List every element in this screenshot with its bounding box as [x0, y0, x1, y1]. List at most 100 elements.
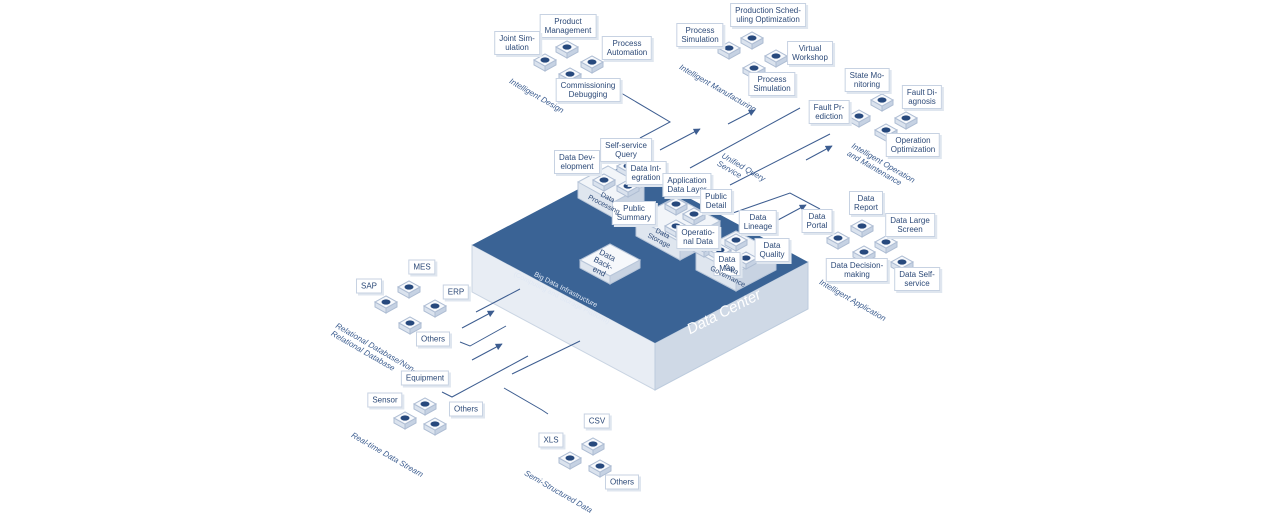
realtime-arrow	[471, 343, 503, 361]
others-rt-label: Others	[448, 401, 484, 417]
cube-glyph-icon	[420, 401, 430, 407]
xls-label: XLS	[538, 432, 564, 448]
cube-glyph-icon	[731, 237, 741, 243]
data-center-platform	[471, 164, 809, 391]
icon-cube	[397, 316, 423, 335]
cube-glyph-icon	[881, 239, 891, 245]
erp-label: ERP	[442, 284, 470, 300]
production-scheduling-label: Production Sched- uling Optimization	[730, 3, 806, 27]
icon-cube	[846, 109, 872, 128]
cube-glyph-icon	[430, 421, 440, 427]
operation-optimization-label: Operation Optimization	[885, 133, 941, 157]
csv-label: CSV	[583, 413, 611, 429]
cube-glyph-icon	[671, 201, 681, 207]
cube-glyph-icon	[724, 45, 734, 51]
icon-cubes	[373, 31, 919, 478]
icon-cube	[739, 31, 765, 50]
om-arrow	[805, 145, 833, 161]
data-report-label: Data Report	[848, 191, 884, 215]
cube-glyph-icon	[599, 177, 609, 183]
icon-cube	[532, 53, 558, 72]
cube-glyph-icon	[430, 303, 440, 309]
icon-cube	[422, 299, 448, 318]
fault-diagnosis-label: Fault Di- agnosis	[901, 85, 943, 109]
cube-glyph-icon	[877, 97, 887, 103]
icon-cube	[557, 451, 583, 470]
equipment-label: Equipment	[400, 370, 450, 386]
application-connector	[729, 192, 821, 215]
realtime-connector	[441, 355, 529, 398]
state-monitoring-label: State Mo- nitoring	[844, 68, 890, 92]
public-summary-label: Public Summary	[611, 201, 657, 225]
cube-glyph-icon	[857, 223, 867, 229]
cube-glyph-icon	[854, 113, 864, 119]
icon-cube	[587, 459, 613, 478]
icon-cube	[422, 417, 448, 436]
cube-glyph-icon	[897, 259, 907, 265]
backend-block-right	[609, 259, 641, 285]
cube-glyph-icon	[540, 57, 550, 63]
connector-lines	[441, 89, 833, 415]
cube-glyph-icon	[565, 455, 575, 461]
cube-glyph-icon	[901, 115, 911, 121]
icon-cube	[579, 55, 605, 74]
om-line	[729, 133, 831, 186]
cube-glyph-icon	[741, 255, 751, 261]
process-simulation-1-label: Process Simulation	[676, 23, 724, 47]
icon-cube	[873, 235, 899, 254]
icon-cube	[723, 233, 749, 252]
data-development-label: Data Dev- elopment	[553, 150, 601, 174]
data-portal-label: Data Portal	[801, 209, 833, 233]
relational-connector	[459, 325, 507, 347]
cube-glyph-icon	[587, 59, 597, 65]
cube-glyph-icon	[595, 463, 605, 469]
virtual-workshop-label: Virtual Workshop	[787, 41, 833, 65]
icon-cube	[591, 173, 617, 192]
cube-glyph-icon	[562, 44, 572, 50]
manufacturing-line	[689, 107, 801, 169]
icon-cube	[825, 231, 851, 250]
operational-data-label: Operatio- nal Data	[676, 225, 720, 249]
self-service-query-label: Self-service Query	[600, 138, 652, 162]
cube-glyph-icon	[689, 211, 699, 217]
mes-label: MES	[408, 259, 436, 275]
icon-cube	[681, 207, 707, 226]
icon-cube	[396, 280, 422, 299]
others-db-label: Others	[415, 331, 451, 347]
icon-cube	[869, 93, 895, 112]
data-integration-label: Data Int- egration	[625, 161, 667, 185]
icon-cube	[412, 397, 438, 416]
commissioning-debugging-label: Commissioning Debugging	[555, 78, 621, 102]
cube-glyph-icon	[405, 320, 415, 326]
icon-cube	[733, 251, 759, 270]
icon-cube	[663, 197, 689, 216]
cube-glyph-icon	[881, 127, 891, 133]
joint-simulation-label: Joint Sim- ulation	[494, 31, 540, 55]
sensor-label: Sensor	[367, 392, 403, 408]
cube-glyph-icon	[404, 284, 414, 290]
data-self-service-label: Data Self- service	[894, 267, 940, 291]
semi-connector	[503, 387, 549, 415]
icon-cube	[392, 411, 418, 430]
design-arrow	[659, 128, 701, 151]
icon-cube	[893, 111, 919, 130]
platform-top-face	[472, 164, 808, 343]
cube-glyph-icon	[771, 53, 781, 59]
sap-label: SAP	[355, 278, 383, 294]
cube-glyph-icon	[833, 235, 843, 241]
manufacturing-arrow	[727, 109, 756, 125]
others-semi-label: Others	[604, 474, 640, 490]
icon-cube	[716, 41, 742, 60]
fault-prediction-label: Fault Pr- ediction	[808, 100, 850, 124]
cube-glyph-icon	[747, 35, 757, 41]
data-map-label: Data Map	[713, 252, 741, 276]
icon-cube	[849, 219, 875, 238]
icon-cube	[373, 295, 399, 314]
design-connector	[615, 89, 672, 139]
product-management-label: Product Management	[539, 14, 597, 38]
icon-cube	[554, 40, 580, 59]
icon-cube	[580, 437, 606, 456]
data-decision-making-label: Data Decision- making	[825, 258, 889, 282]
